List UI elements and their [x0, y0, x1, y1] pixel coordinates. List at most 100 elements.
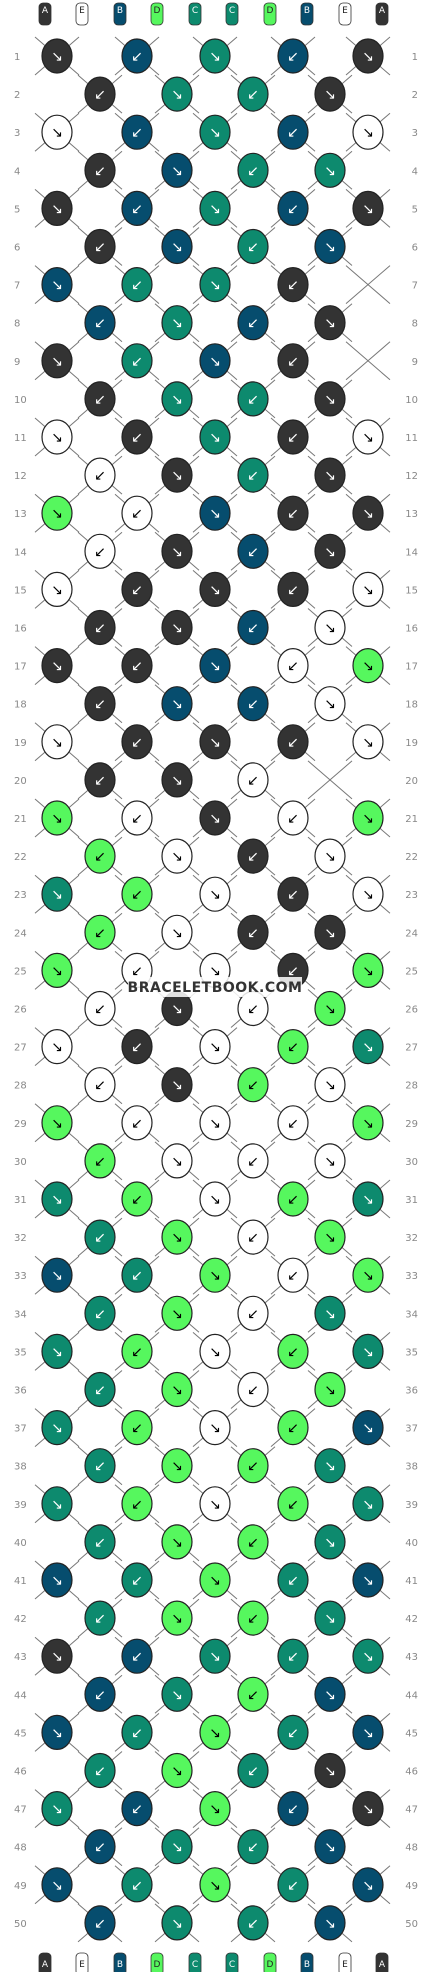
row-number: 49	[14, 1881, 27, 1892]
knot	[41, 952, 73, 989]
knot	[199, 1333, 231, 1370]
knot-arrow-icon: ↙	[287, 49, 299, 65]
knot	[237, 1905, 269, 1941]
knot	[352, 1028, 384, 1065]
knot-arrow-icon: ↘	[209, 201, 221, 217]
strand-label: C	[229, 1960, 235, 1970]
knot	[161, 609, 193, 646]
row-number: 25	[14, 966, 27, 977]
row-number: 39	[14, 1500, 27, 1511]
knot-arrow-icon: ↙	[287, 1040, 299, 1056]
knot-arrow-icon: ↘	[171, 1840, 183, 1856]
knot	[314, 1829, 346, 1865]
knot-arrow-icon: ↙	[287, 1573, 299, 1589]
strand-tab-a	[38, 2, 52, 26]
knot-arrow-icon: ↘	[51, 125, 63, 141]
knot-arrow-icon: ↘	[362, 1268, 374, 1284]
knot-arrow-icon: ↙	[94, 1230, 106, 1246]
knot-arrow-icon: ↙	[131, 278, 143, 294]
knot-arrow-icon: ↙	[131, 201, 143, 217]
knot	[121, 1333, 153, 1370]
knot-arrow-icon: ↘	[171, 1687, 183, 1703]
knot-arrow-icon: ↘	[209, 506, 221, 522]
knot	[161, 1448, 193, 1484]
knot	[121, 724, 153, 760]
strand-segment	[345, 265, 369, 285]
knot-arrow-icon: ↘	[209, 811, 221, 827]
knot-arrow-icon: ↙	[247, 1383, 259, 1399]
knot-arrow-icon: ↘	[324, 1764, 336, 1780]
strand-tab-a	[375, 1952, 389, 1972]
knot-arrow-icon: ↙	[94, 468, 106, 484]
knot-arrow-icon: ↘	[209, 430, 221, 446]
knot-arrow-icon: ↙	[247, 1535, 259, 1551]
row-number: 25	[405, 966, 418, 977]
knot	[237, 305, 269, 341]
watermark-backdrop	[128, 977, 302, 997]
strand-label: D	[267, 1960, 274, 1970]
knot-arrow-icon: ↘	[324, 316, 336, 332]
strand-tab-a	[38, 1952, 52, 1972]
knot-arrow-icon: ↙	[131, 811, 143, 827]
knot	[314, 457, 346, 493]
knot-arrow-icon: ↙	[94, 1687, 106, 1703]
knot-arrow-icon: ↙	[247, 544, 259, 560]
row-number: 19	[405, 738, 418, 749]
knot-arrow-icon: ↙	[131, 659, 143, 675]
knot-arrow-icon: ↘	[171, 1383, 183, 1399]
knot	[237, 1143, 269, 1179]
row-number: 22	[405, 852, 418, 863]
knot	[199, 1638, 231, 1674]
row-number: 45	[405, 1728, 418, 1739]
knot-arrow-icon: ↙	[247, 925, 259, 941]
knot	[352, 876, 384, 912]
knot-arrow-icon: ↙	[131, 1878, 143, 1894]
strand-label: C	[229, 6, 235, 16]
knot-arrow-icon: ↘	[209, 49, 221, 65]
knot	[277, 114, 309, 150]
knot-arrow-icon: ↘	[324, 849, 336, 865]
knot-arrow-icon: ↙	[287, 659, 299, 675]
knot-arrow-icon: ↙	[94, 1002, 106, 1018]
strand-label: D	[154, 1960, 161, 1970]
row-number: 4	[412, 166, 418, 177]
knot-arrow-icon: ↙	[247, 316, 259, 332]
knot-arrow-icon: ↙	[131, 735, 143, 751]
row-number: 7	[14, 281, 20, 292]
knot-arrow-icon: ↘	[51, 506, 63, 522]
knot-arrow-icon: ↙	[287, 1878, 299, 1894]
knot-arrow-icon: ↘	[51, 201, 63, 217]
knot	[84, 1905, 116, 1941]
knot-arrow-icon: ↘	[51, 430, 63, 446]
row-number: 47	[405, 1805, 418, 1816]
knot-arrow-icon: ↘	[324, 1383, 336, 1399]
knot	[41, 190, 73, 226]
knot	[84, 1295, 116, 1331]
knot	[237, 152, 269, 188]
strand-tab-e	[338, 2, 352, 26]
row-number: 38	[405, 1462, 418, 1473]
knot-arrow-icon: ↙	[131, 125, 143, 141]
knot	[41, 1562, 73, 1598]
knot-arrow-icon: ↘	[324, 87, 336, 103]
knot-arrow-icon: ↘	[51, 1573, 63, 1589]
knot-arrow-icon: ↙	[247, 1002, 259, 1018]
row-number: 44	[405, 1690, 418, 1701]
strand-label: E	[342, 6, 348, 16]
knot	[237, 228, 269, 265]
row-number: 2	[14, 90, 20, 101]
knot-arrow-icon: ↘	[324, 1611, 336, 1627]
knot	[41, 267, 73, 303]
knot-arrow-icon: ↙	[247, 1154, 259, 1170]
knot-arrow-icon: ↘	[209, 354, 221, 370]
knot-arrow-icon: ↙	[94, 1764, 106, 1780]
knot-arrow-icon: ↙	[131, 1497, 143, 1513]
knot-arrow-icon: ↘	[171, 1916, 183, 1932]
knot	[237, 1219, 269, 1255]
strand-tab-b	[113, 1952, 127, 1972]
knot	[199, 343, 231, 379]
row-number: 14	[14, 547, 27, 558]
knot	[199, 1714, 231, 1751]
knot	[161, 838, 193, 874]
knot	[84, 1829, 116, 1865]
